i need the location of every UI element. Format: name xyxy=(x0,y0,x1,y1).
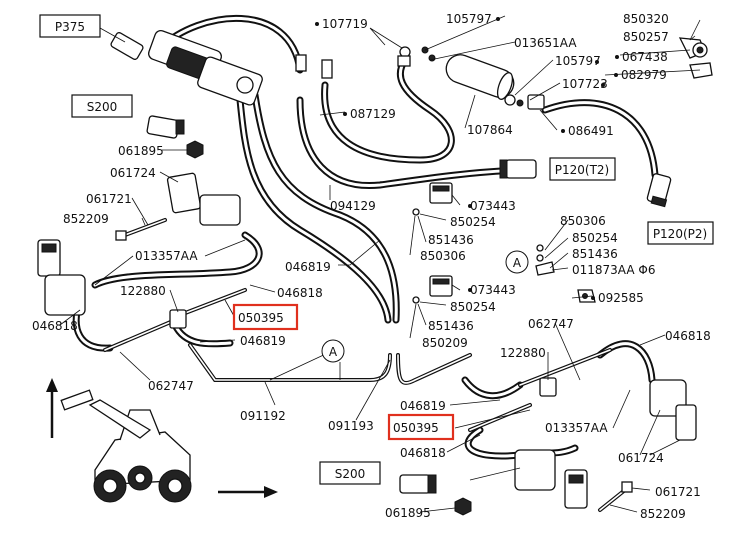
part-label: 851436 xyxy=(572,247,618,261)
part-label: 011873AA Φ6 xyxy=(572,263,655,277)
part-label: 092585 xyxy=(598,291,644,305)
part-label: 046819 xyxy=(400,399,446,413)
part-label: 105797 xyxy=(555,54,601,68)
part-label: 073443 xyxy=(470,199,516,213)
part-label: 062747 xyxy=(528,317,574,331)
part-label: 087129 xyxy=(350,107,396,121)
ref-box-label: S200 xyxy=(335,467,366,481)
part-label: 107864 xyxy=(467,123,513,137)
part-label: 850320 xyxy=(623,12,669,26)
detail-marker-a-right: A xyxy=(505,250,529,274)
telehandler-vehicle-icon xyxy=(60,389,192,503)
part-label: 091193 xyxy=(328,419,374,433)
part-label: 061895 xyxy=(385,506,431,520)
canister-107864 xyxy=(445,54,515,100)
part-label: 061895 xyxy=(118,144,164,158)
part-label: 852209 xyxy=(640,507,686,521)
part-label: 013357AA xyxy=(545,421,608,435)
valve-blocks xyxy=(412,182,596,304)
part-label: 850254 xyxy=(450,215,496,229)
part-label: 850306 xyxy=(420,249,466,263)
ref-box-s200-top: S200 xyxy=(71,94,133,118)
upper-cylinder-assembly xyxy=(99,27,263,106)
part-label: 050395 xyxy=(393,421,439,435)
part-label: 852209 xyxy=(63,212,109,226)
part-label: 061724 xyxy=(110,166,156,180)
detail-marker-text: A xyxy=(513,256,522,270)
part-label: 046818 xyxy=(277,286,323,300)
ref-box-label: P375 xyxy=(55,20,85,34)
ref-box-p120-t2: P120(T2) xyxy=(549,157,616,181)
part-label: 086491 xyxy=(568,124,614,138)
part-label: 850257 xyxy=(623,30,669,44)
part-label: 046819 xyxy=(240,334,286,348)
ref-box-p375: P375 xyxy=(39,14,101,38)
part-label: 061721 xyxy=(655,485,701,499)
part-label: 094129 xyxy=(330,199,376,213)
part-label: 850209 xyxy=(422,336,468,350)
quick-couplers xyxy=(146,115,672,494)
part-label: 050395 xyxy=(238,311,284,325)
part-label: 850306 xyxy=(560,214,606,228)
highlight-050395-bottom xyxy=(387,413,455,441)
ref-box-label: P120(P2) xyxy=(653,227,707,241)
part-label: 046818 xyxy=(665,329,711,343)
part-label: 073443 xyxy=(470,283,516,297)
ref-box-p120-p2: P120(P2) xyxy=(647,221,714,245)
ref-box-label: S200 xyxy=(87,100,118,114)
part-label: 850254 xyxy=(572,231,618,245)
highlight-050395-left xyxy=(232,303,299,331)
part-label: 046818 xyxy=(32,319,78,333)
part-label: 013651AA xyxy=(514,36,577,50)
part-label: 061721 xyxy=(86,192,132,206)
part-label: 105797 xyxy=(446,12,492,26)
ref-box-label: P120(T2) xyxy=(555,163,609,177)
part-label: 082979 xyxy=(621,68,667,82)
detail-marker-a-left: A xyxy=(321,339,345,363)
part-label: 122880 xyxy=(500,346,546,360)
part-label: 851436 xyxy=(428,319,474,333)
leader-lines xyxy=(59,15,701,513)
direction-arrows xyxy=(46,378,278,498)
part-label: 122880 xyxy=(120,284,166,298)
bolts xyxy=(115,218,633,512)
part-label: 061724 xyxy=(618,451,664,465)
part-label: 046818 xyxy=(400,446,446,460)
label-bullets xyxy=(315,17,619,300)
part-label: 091192 xyxy=(240,409,286,423)
part-label: 107719 xyxy=(322,17,368,31)
ref-box-s200-bottom: S200 xyxy=(319,461,381,485)
part-label: 851436 xyxy=(428,233,474,247)
part-label: 062747 xyxy=(148,379,194,393)
detail-marker-text: A xyxy=(329,345,338,359)
part-label: 067438 xyxy=(622,50,668,64)
part-label: 013357AA xyxy=(135,249,198,263)
part-label: 107723 xyxy=(562,77,608,91)
brackets-and-caps xyxy=(37,140,697,516)
part-label: 046819 xyxy=(285,260,331,274)
part-label: 850254 xyxy=(450,300,496,314)
part-number-labels: 107719 105797 013651AA 850320 850257 067… xyxy=(32,12,711,521)
